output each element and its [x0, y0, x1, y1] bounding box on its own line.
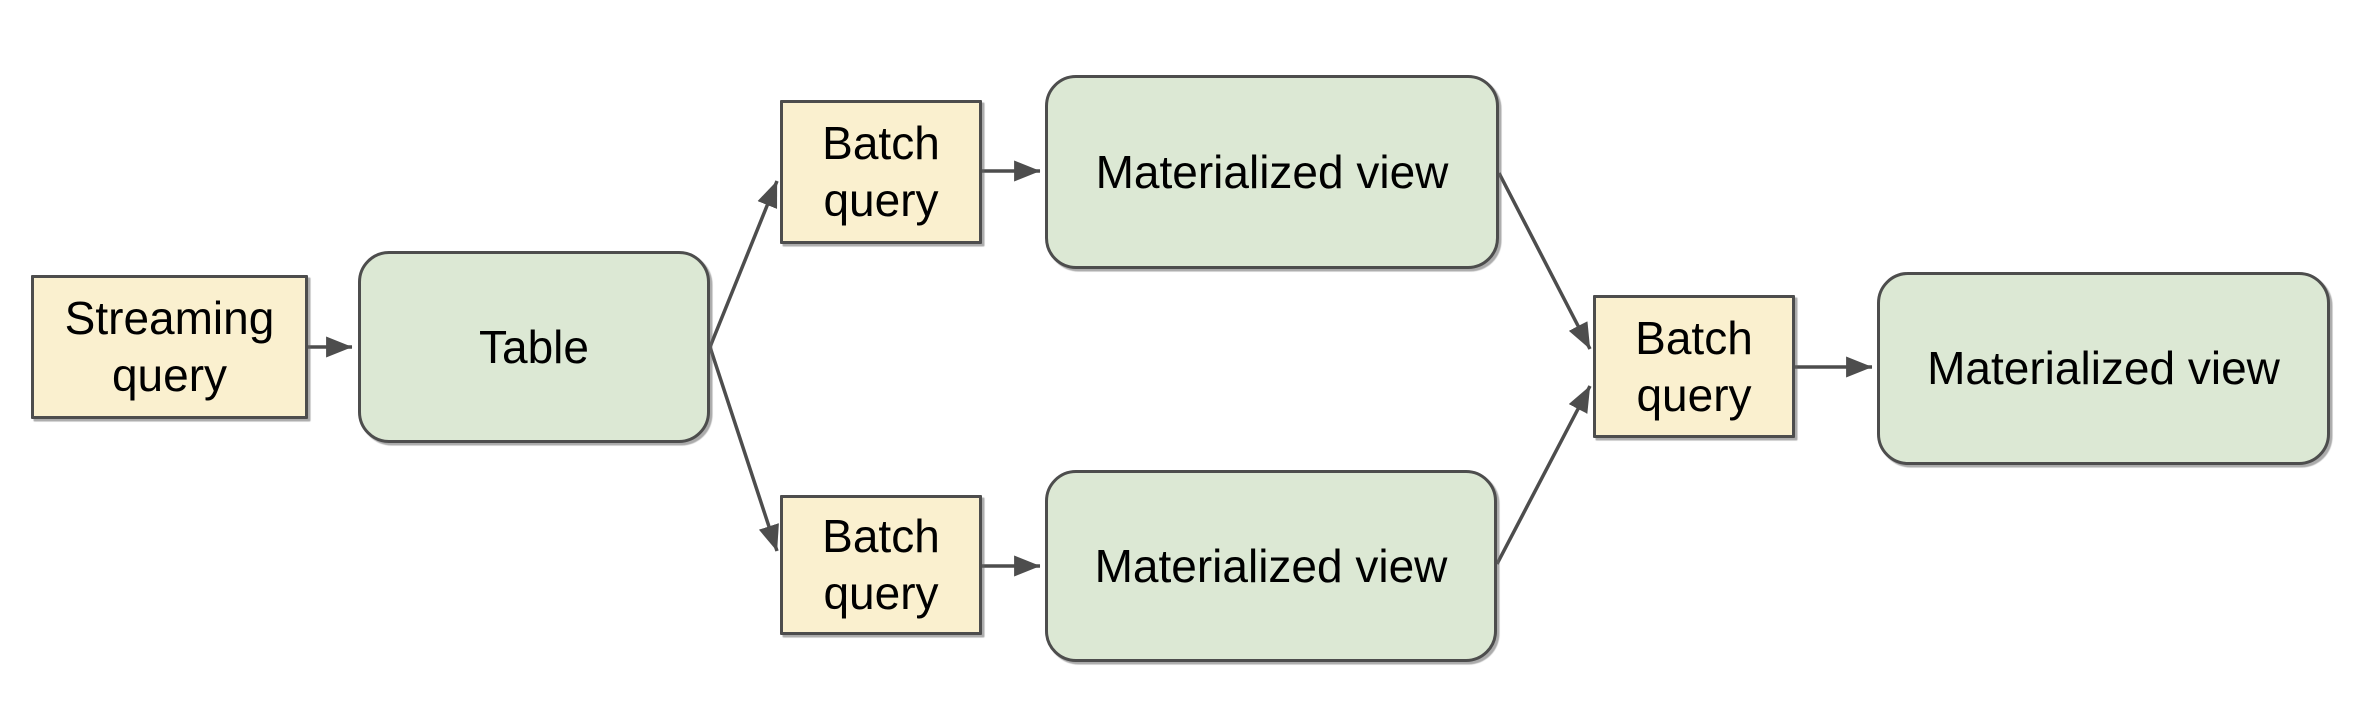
node-table: Table [358, 251, 710, 443]
node-label: Materialized view [1094, 539, 1448, 592]
edge-materialized-view-top-to-batch-query-merge [1497, 172, 1592, 350]
node-batch-query-merge: Batch query [1593, 295, 1795, 438]
node-batch-query-bottom: Batch query [780, 495, 982, 635]
node-materialized-view-top: Materialized view [1045, 75, 1499, 269]
node-label: Materialized view [1095, 145, 1449, 198]
node-streaming-query: Streaming query [31, 275, 308, 419]
edge-table-to-batch-query-top [708, 180, 779, 348]
edge-table-to-batch-query-bottom [708, 346, 779, 552]
node-label: Materialized view [1927, 342, 2280, 394]
node-label: Batch query [1635, 311, 1753, 421]
node-batch-query-top: Batch query [780, 100, 982, 244]
edge-materialized-view-bottom-to-batch-query-merge [1495, 385, 1592, 565]
node-label: Streaming query [64, 292, 275, 401]
node-label: Table [479, 320, 589, 373]
node-materialized-view-final: Materialized view [1877, 272, 2330, 465]
node-materialized-view-bottom: Materialized view [1045, 470, 1497, 662]
node-label: Batch query [822, 510, 940, 619]
node-label: Batch query [822, 117, 940, 226]
